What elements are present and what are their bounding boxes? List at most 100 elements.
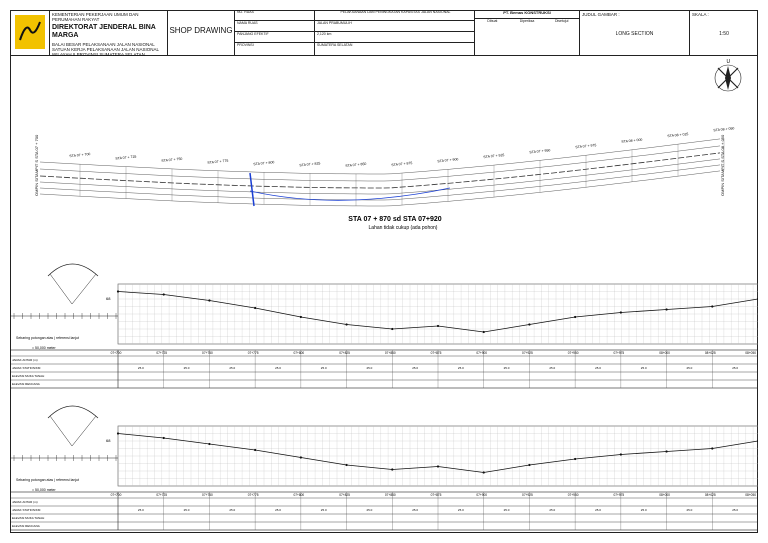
compass-label: U	[727, 59, 731, 65]
profile-point	[116, 290, 120, 293]
distance-label: 25.0	[184, 508, 190, 512]
elevation-label: 68	[106, 438, 111, 443]
distance-label: 25.0	[275, 366, 281, 370]
profile-table	[10, 349, 758, 389]
distance-label: 25.0	[229, 508, 235, 512]
info-label: NO. RUAS	[235, 10, 314, 21]
plan-sta-label: STA 07 + 950	[529, 148, 550, 154]
profile-point	[665, 308, 668, 311]
cross-section-wedge	[49, 415, 97, 447]
info-label: PANJANG EFEKTIF	[235, 32, 314, 43]
drawing-frame	[10, 10, 758, 533]
station-label: 07+975	[613, 351, 624, 355]
station-label: 07+750	[202, 493, 213, 497]
info-label: PROVINSI	[237, 43, 254, 47]
cross-section-wedge	[49, 273, 97, 305]
profile-point	[711, 305, 714, 308]
info-value: 2,120 km	[315, 32, 474, 43]
scale-value: 1:50	[719, 31, 729, 37]
plan-sta-label: STA 07 + 850	[345, 162, 366, 168]
station-label: 07+900	[476, 351, 487, 355]
distance-label: 25.0	[595, 366, 601, 370]
station-label: 08+050	[745, 351, 756, 355]
plan-right-end: OMPIN S/TAMPIT S STA 08 + 050	[720, 134, 725, 196]
distance-label: 25.0	[687, 508, 693, 512]
station-label: 07+875	[431, 493, 442, 497]
sheet-title-label: JUDUL GAMBAR :	[582, 12, 620, 17]
scale-cell: SKALA : 1:50	[690, 10, 758, 55]
plan-sta-label: STA 07 + 875	[391, 161, 412, 167]
profile-point	[299, 315, 302, 319]
profile-point	[345, 463, 348, 467]
station-label: 08+000	[659, 493, 670, 497]
station-label: 07+850	[385, 493, 396, 497]
contractor-col: Diperiksa	[519, 19, 535, 23]
road-line	[39, 164, 721, 201]
distance-label: 25.0	[641, 508, 647, 512]
profile-point	[254, 448, 257, 452]
profile-point	[345, 323, 348, 326]
station-label: 07+700	[111, 351, 122, 355]
info-labels-cell: NO. RUAS NAMA RUAS PANJANG EFEKTIF PROVI…	[235, 10, 315, 55]
distance-label: 25.0	[229, 366, 235, 370]
station-label: 07+750	[202, 351, 213, 355]
profile-point	[482, 330, 485, 334]
distance-label: 25.0	[367, 366, 373, 370]
scale-label: SKALA :	[692, 12, 709, 17]
profile-point	[528, 463, 531, 467]
table-row-label: ELEVASI MUKA TANAH	[12, 374, 44, 378]
contractor-col: Disetujui	[554, 19, 569, 23]
logo-cell	[10, 10, 50, 55]
distance-label: 25.0	[549, 508, 555, 512]
station-label: 07+775	[248, 351, 259, 355]
culvert-marker	[249, 172, 255, 207]
road-line	[39, 145, 721, 182]
plan-sta-label: STA 07 + 725	[115, 155, 136, 161]
highlight-line	[249, 187, 451, 201]
profile-point	[391, 327, 394, 331]
distance-label: 25.0	[321, 508, 327, 512]
legend-text: Sebaring potongan atas | referensi lanju…	[16, 478, 79, 482]
profile-point	[574, 457, 577, 461]
station-label: 07+950	[568, 351, 579, 355]
profile-point	[391, 468, 394, 471]
profile-point	[208, 442, 211, 446]
table-row-label: ELEVASI MUKA TANAH	[12, 516, 44, 520]
station-label: 07+925	[522, 493, 533, 497]
plan-left-end: OMPIN S/TAMPIT S STA 07 + 700	[34, 134, 39, 196]
profile-point	[756, 439, 758, 443]
legend-text: Sebaring potongan atas | referensi lanju…	[16, 336, 79, 340]
table-row-label: JARAK ANTAR (m)	[12, 358, 38, 362]
shop-drawing-cell: SHOP DRAWING	[168, 10, 235, 55]
station-label: 07+825	[339, 351, 350, 355]
station-label: 08+025	[705, 351, 716, 355]
profile-point	[756, 297, 758, 301]
table-row-label: JARAK ANTAR (m)	[12, 500, 38, 504]
plan-sta-label: STA 08 + 050	[713, 126, 734, 132]
station-label: 07+800	[293, 493, 304, 497]
road-line	[39, 158, 721, 195]
distance-label: 25.0	[458, 508, 464, 512]
info-value: SUMATERA SELATAN	[317, 43, 353, 47]
distance-label: 25.0	[732, 508, 738, 512]
plan-subcaption: Lahan tidak cukup (ada pohon)	[369, 225, 438, 231]
plan-sta-label: STA 07 + 800	[253, 160, 274, 166]
distance-label: 25.0	[321, 366, 327, 370]
station-label: 07+950	[568, 493, 579, 497]
plan-sta-label: STA 07 + 775	[207, 159, 228, 165]
profile-point	[574, 315, 577, 319]
profile-point	[162, 293, 165, 296]
plan-sta-label: STA 07 + 750	[161, 157, 182, 163]
pupr-logo-icon	[15, 15, 45, 49]
station-label: 07+725	[156, 351, 167, 355]
distance-label: 25.0	[138, 366, 144, 370]
plan-sta-label: STA 08 + 025	[667, 132, 688, 138]
compass-icon: U	[714, 59, 742, 92]
profile-point	[528, 323, 531, 326]
station-label: 07+925	[522, 351, 533, 355]
satker-text: SATUAN KERJA PELAKSANAAN JALAN NASIONAL	[52, 47, 159, 52]
road-line	[39, 152, 721, 189]
sheet-title: LONG SECTION	[615, 31, 654, 37]
plan-sta-label: STA 07 + 700	[69, 152, 90, 158]
